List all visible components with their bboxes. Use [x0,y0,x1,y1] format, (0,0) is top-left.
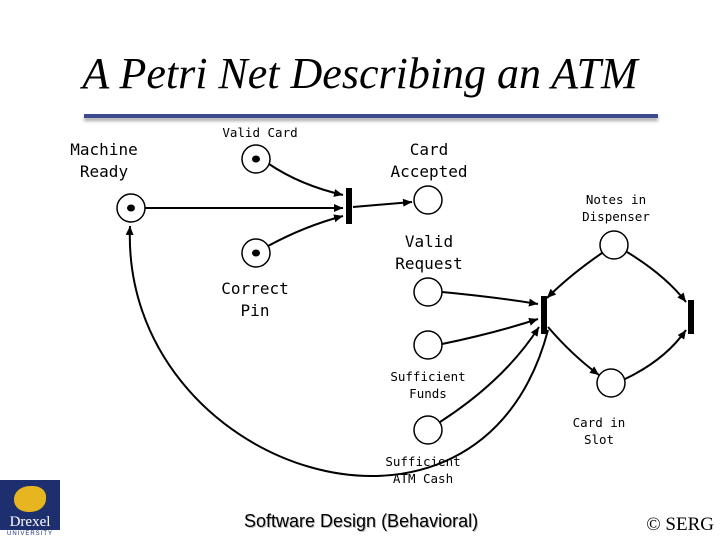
place-notes-in-dispenser [599,230,629,260]
arc-notes-to-dispense [546,252,603,299]
arc-accept-to-card-accepted [352,198,413,208]
arc-funds-to-dispense [441,317,539,345]
label-notes-in-dispenser: Notes in Dispenser [582,192,650,224]
place-card-accepted [413,185,443,215]
token-machine-ready [127,204,135,212]
arc-return-to-machine-ready [125,225,549,477]
slide-footer: Software Design (Behavioral) [244,511,479,531]
transition-return-card [688,300,694,334]
label-correct-pin: Correct Pin [221,279,289,320]
place-sufficient-funds [413,330,443,360]
label-machine-ready: Machine Ready [70,140,138,181]
place-card-in-slot [596,368,626,398]
title-underline [84,114,658,118]
token-correct-pin [252,249,260,257]
transition-accept-card [346,188,352,224]
logo-box: Drexel [0,480,60,530]
arc-valid-request-to-dispense [441,291,539,307]
arc-dispense-to-card-in-slot [547,326,600,376]
transition-dispense [541,296,547,334]
arc-atm-cash-to-dispense [439,326,540,423]
label-sufficient-funds: Sufficient Funds [390,369,466,401]
label-valid-request: Valid Request [395,232,463,273]
label-valid-card: Valid Card [222,125,298,140]
arc-valid-card-to-accept [268,163,344,197]
arc-card-in-slot-to-return-card [624,329,687,380]
arc-notes-to-return-card [626,251,687,303]
dragon-icon [14,486,46,512]
copyright: © SERG [646,514,714,535]
label-card-accepted: Card Accepted [390,140,468,181]
token-valid-card [252,155,260,163]
slide-title: A Petri Net Describing an ATM [82,49,638,98]
university-logo: Drexel UNIVERSITY [0,480,60,540]
logo-subtitle: UNIVERSITY [6,531,53,537]
arc-correct-pin-to-accept [267,214,344,247]
label-sufficient-atm-cash: Sufficient ATM Cash [385,454,461,486]
label-card-in-slot: Card in Slot [572,415,626,447]
place-sufficient-atm-cash [413,415,443,445]
logo-word: Drexel [9,514,51,530]
place-valid-request [413,277,443,307]
